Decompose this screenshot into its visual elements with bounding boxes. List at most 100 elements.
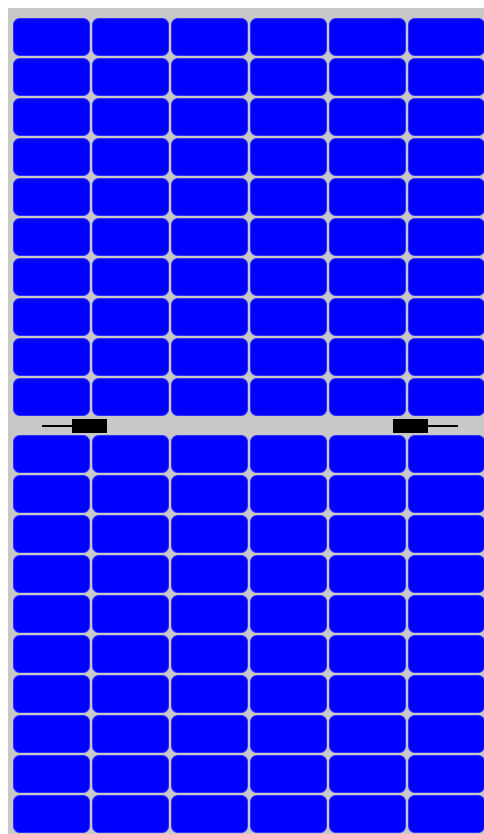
solar-cell (92, 675, 169, 713)
solar-cell (329, 178, 406, 216)
solar-cell (171, 475, 248, 513)
solar-cell (329, 98, 406, 136)
solar-cell (329, 298, 406, 336)
solar-cell (408, 555, 484, 593)
solar-cell (250, 98, 327, 136)
solar-cell (171, 435, 248, 473)
solar-cell (171, 755, 248, 793)
solar-cell (13, 258, 90, 296)
solar-cell (408, 338, 484, 376)
solar-cell (329, 715, 406, 753)
solar-cell (329, 338, 406, 376)
solar-cell (92, 298, 169, 336)
solar-cell (329, 635, 406, 673)
solar-cell (13, 755, 90, 793)
solar-cell (171, 338, 248, 376)
solar-cell (329, 555, 406, 593)
solar-cell (329, 258, 406, 296)
solar-cell (92, 715, 169, 753)
solar-cell (329, 475, 406, 513)
solar-cell (408, 755, 484, 793)
solar-cell (92, 635, 169, 673)
solar-cell (92, 378, 169, 416)
solar-cell (408, 675, 484, 713)
solar-cell (250, 338, 327, 376)
solar-panel-bottom-half (13, 435, 484, 833)
right-junction-box-icon (393, 419, 428, 433)
solar-cell (329, 795, 406, 833)
solar-cell (13, 378, 90, 416)
solar-cell (92, 138, 169, 176)
solar-cell (408, 178, 484, 216)
solar-cell (171, 635, 248, 673)
right-lead-wire-icon (428, 425, 458, 427)
solar-cell (13, 218, 90, 256)
solar-cell (171, 378, 248, 416)
solar-cell (408, 98, 484, 136)
solar-cell (13, 555, 90, 593)
solar-cell (250, 595, 327, 633)
solar-cell (92, 178, 169, 216)
solar-panel-top-half (13, 18, 484, 416)
solar-cell (171, 715, 248, 753)
solar-cell (171, 218, 248, 256)
solar-cell (92, 515, 169, 553)
solar-cell (171, 298, 248, 336)
solar-cell (250, 58, 327, 96)
solar-cell (250, 218, 327, 256)
solar-cell (92, 795, 169, 833)
solar-cell (171, 138, 248, 176)
solar-cell (13, 795, 90, 833)
solar-cell (408, 58, 484, 96)
solar-cell (92, 58, 169, 96)
solar-cell (13, 595, 90, 633)
solar-cell (171, 98, 248, 136)
solar-cell (408, 138, 484, 176)
left-junction-box-icon (72, 419, 107, 433)
solar-cell (408, 218, 484, 256)
solar-cell (171, 595, 248, 633)
solar-cell (329, 595, 406, 633)
solar-cell (250, 298, 327, 336)
solar-cell (92, 98, 169, 136)
solar-cell (408, 795, 484, 833)
solar-cell (408, 635, 484, 673)
solar-cell (92, 555, 169, 593)
solar-cell (408, 475, 484, 513)
solar-cell (171, 58, 248, 96)
solar-cell (329, 515, 406, 553)
solar-cell (250, 18, 327, 56)
solar-cell (13, 338, 90, 376)
solar-cell (329, 218, 406, 256)
solar-cell (250, 475, 327, 513)
solar-cell (250, 675, 327, 713)
solar-panel (8, 8, 484, 834)
solar-cell (171, 555, 248, 593)
solar-cell (13, 58, 90, 96)
solar-cell (329, 378, 406, 416)
solar-cell (408, 258, 484, 296)
solar-cell (171, 795, 248, 833)
solar-cell (408, 18, 484, 56)
solar-cell (92, 595, 169, 633)
solar-cell (13, 715, 90, 753)
solar-cell (13, 475, 90, 513)
solar-cell (250, 795, 327, 833)
solar-cell (13, 98, 90, 136)
solar-cell (408, 715, 484, 753)
solar-cell (171, 515, 248, 553)
left-lead-wire-icon (42, 425, 72, 427)
solar-cell (408, 595, 484, 633)
solar-cell (13, 515, 90, 553)
solar-cell (13, 178, 90, 216)
solar-cell (329, 138, 406, 176)
solar-cell (329, 18, 406, 56)
solar-cell (13, 138, 90, 176)
solar-cell (250, 178, 327, 216)
solar-cell (13, 675, 90, 713)
solar-cell (250, 515, 327, 553)
solar-cell (250, 555, 327, 593)
solar-cell (171, 675, 248, 713)
solar-cell (92, 755, 169, 793)
solar-cell (329, 58, 406, 96)
